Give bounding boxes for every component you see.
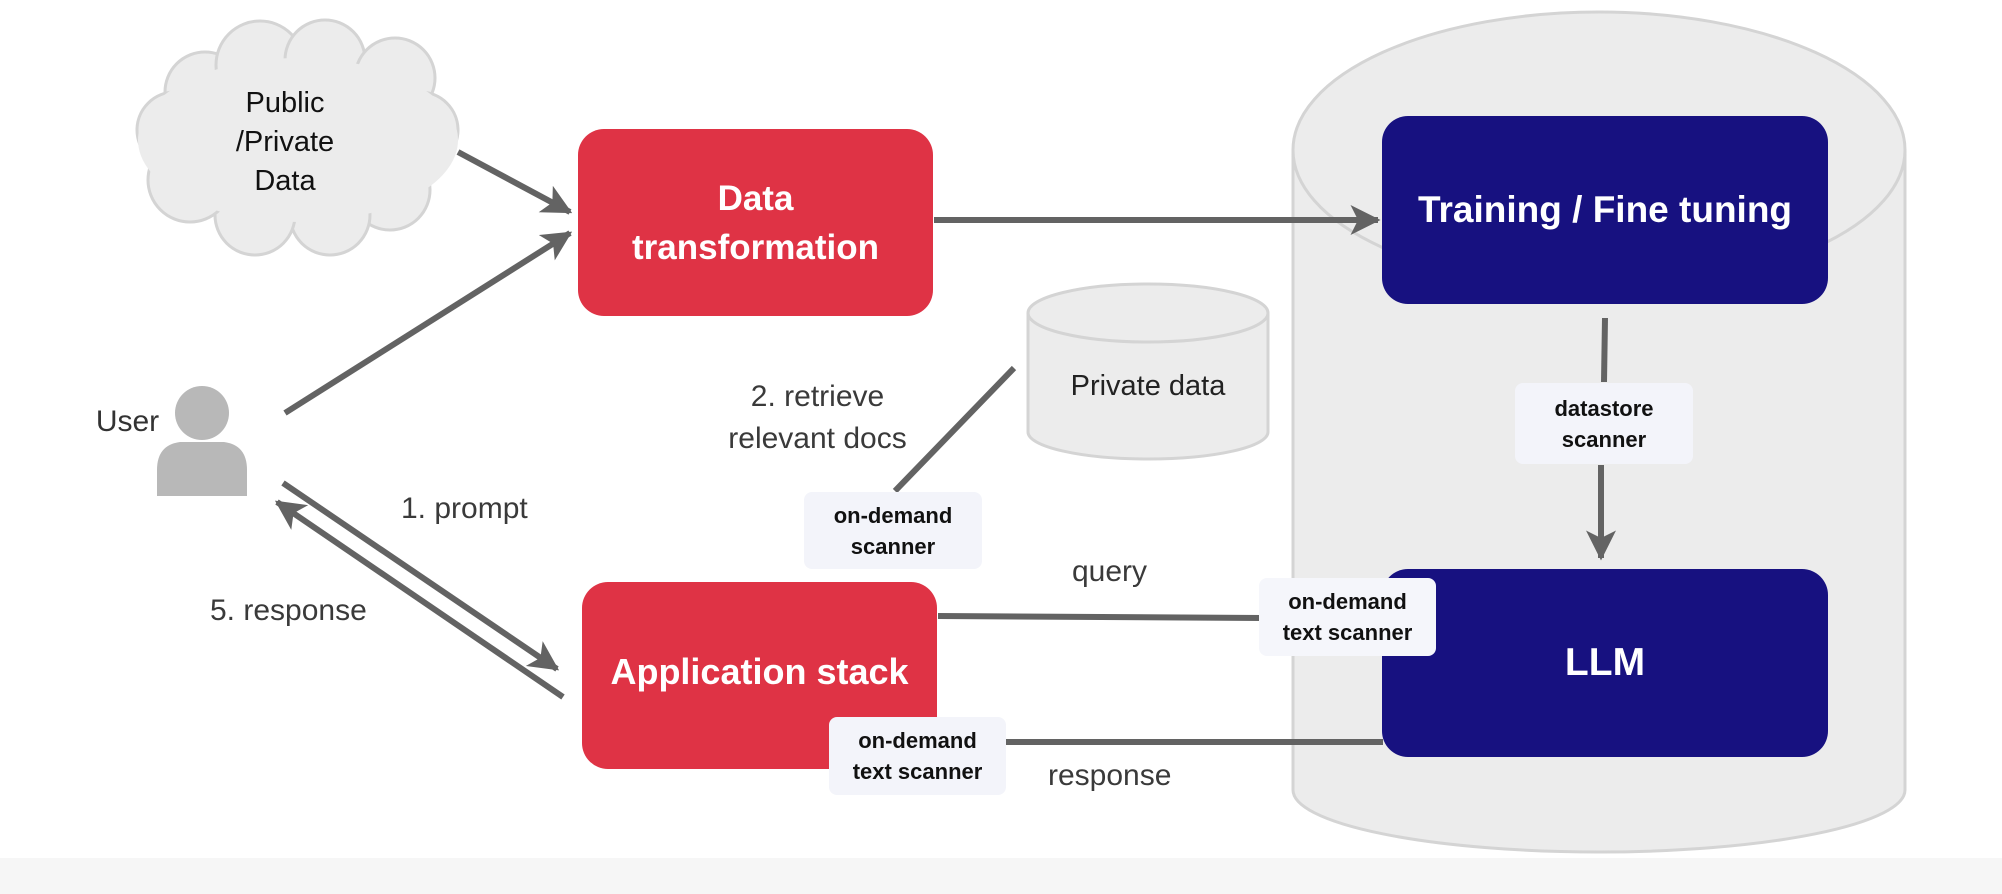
bottom-strip [0, 858, 2002, 894]
training-box[interactable]: Training / Fine tuning [1382, 116, 1828, 304]
response-text-scanner-tag: on-demand text scanner [829, 717, 1006, 795]
line-training-to-scanner [1601, 317, 1608, 383]
connectors [274, 149, 1616, 745]
arrow-user-to-transform [283, 230, 573, 416]
query-text-scanner-tag: on-demand text scanner [1259, 578, 1436, 656]
arrow-cloud-to-transform [456, 149, 573, 215]
application-stack-label: Application stack [610, 650, 909, 692]
private-data-label: Private data [1070, 370, 1226, 402]
cloud-fill [138, 58, 458, 222]
datastore-scanner-tag: datastore scanner [1515, 383, 1693, 464]
cloud-label: Public /Private Data [235, 87, 335, 197]
on-demand-scanner-tag: on-demand scanner [804, 492, 982, 569]
response-llm-label: response [1048, 759, 1172, 792]
data-transformation-label: Data transformation [632, 178, 879, 267]
llm-box[interactable]: LLM [1382, 569, 1828, 757]
line-query [937, 613, 1263, 621]
arrow-prompt [281, 480, 560, 672]
arrow-response-to-user [274, 499, 565, 700]
application-stack-box[interactable]: Application stack [582, 582, 937, 769]
response-user-label: 5. response [210, 594, 367, 627]
query-label: query [1072, 555, 1148, 588]
private-data-cylinder [1026, 282, 1270, 461]
prompt-label: 1. prompt [401, 492, 528, 525]
llm-label: LLM [1564, 641, 1646, 684]
user-label: User [95, 405, 160, 438]
data-transformation-box[interactable]: Data transformation [578, 129, 933, 316]
line-private-data [892, 365, 1017, 494]
user-icon [157, 386, 247, 496]
retrieve-label: 2. retrieve relevant docs [728, 380, 907, 455]
training-label: Training / Fine tuning [1417, 189, 1793, 230]
